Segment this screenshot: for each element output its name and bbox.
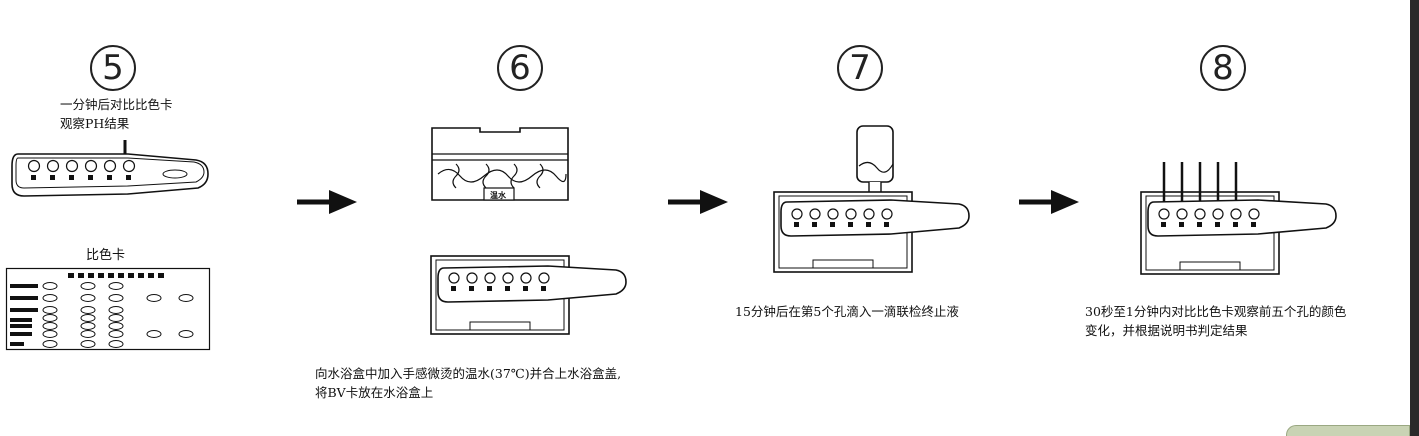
step-8-caption: 30秒至1分钟内对比比色卡观察前五个孔的颜色 变化，并根据说明书判定结果 [1085, 304, 1347, 338]
water-bath-label: 温水 [490, 191, 506, 200]
corner-decoration [1286, 425, 1410, 436]
right-arrow-icon [297, 190, 357, 214]
color-card [5, 267, 211, 351]
step-6-number: 6 [497, 45, 543, 91]
step-8-card-with-arrows [1140, 162, 1337, 275]
right-arrow-icon [1019, 190, 1079, 214]
right-arrow-icon [668, 190, 728, 214]
step-7-caption: 15分钟后在第5个孔滴入一滴联检终止液 [735, 304, 959, 319]
color-card-title: 比色卡 [86, 248, 126, 263]
step-5-number: 5 [90, 45, 136, 91]
step-8-number: 8 [1200, 45, 1246, 91]
step-5-test-card [11, 140, 209, 197]
step-6-caption: 向水浴盒中加入手感微烫的温水(37℃)并合上水浴盒盖, 将BV卡放在水浴盒上 [315, 366, 622, 400]
step-5-caption: 一分钟后对比比色卡 观察PH结果 [60, 97, 173, 131]
water-bath-box [431, 127, 569, 201]
right-edge-bar [1410, 0, 1419, 436]
step-7-number: 7 [837, 45, 883, 91]
step-7-card-on-bath [773, 191, 970, 273]
step-6-card-on-bath [430, 255, 627, 335]
